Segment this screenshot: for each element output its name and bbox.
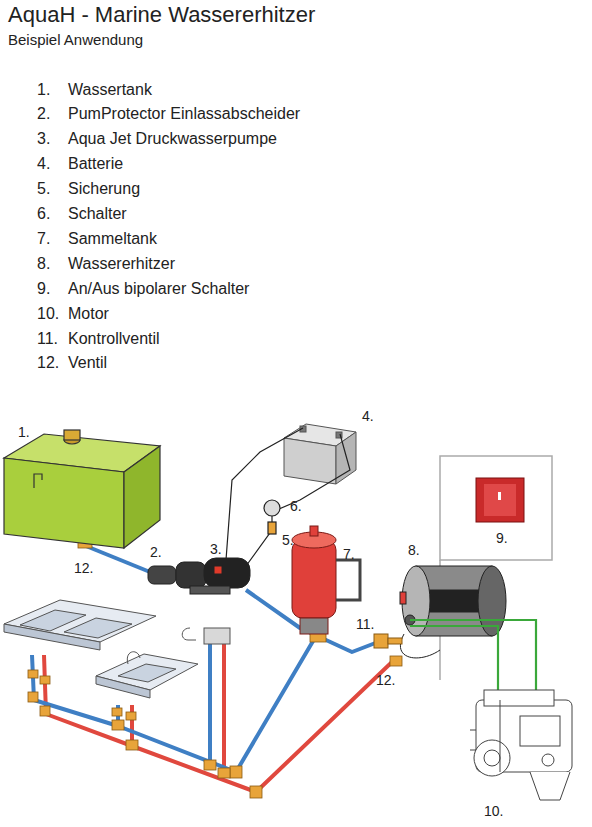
list-number: 9. xyxy=(37,279,50,299)
list-item: Motor xyxy=(68,304,109,324)
list-number: 10. xyxy=(37,304,59,324)
pipe-fittings xyxy=(28,540,402,798)
list-item: Aqua Jet Druckwasserpumpe xyxy=(68,129,277,149)
callout-number: 4. xyxy=(362,408,374,426)
list-number: 5. xyxy=(37,179,50,199)
hot-pipes xyxy=(44,640,392,792)
callout-number: 1. xyxy=(18,424,30,442)
list-item: PumProtector Einlassabscheider xyxy=(68,104,300,124)
list-number: 11. xyxy=(37,329,58,349)
list-number: 3. xyxy=(37,129,50,149)
list-number: 1. xyxy=(37,80,50,100)
list-item: Batterie xyxy=(68,154,123,174)
check-valve xyxy=(374,634,402,648)
coolant-lines xyxy=(410,620,536,700)
water-tank xyxy=(4,430,160,548)
list-item: Sicherung xyxy=(68,179,140,199)
list-item: Schalter xyxy=(68,204,127,224)
list-number: 4. xyxy=(37,154,50,174)
accumulator-tank xyxy=(292,526,360,634)
callout-number: 7. xyxy=(343,546,355,564)
callout-number: 10. xyxy=(484,803,503,821)
list-number: 2. xyxy=(37,104,50,124)
list-item: An/Aus bipolarer Schalter xyxy=(68,279,249,299)
callout-number: 3. xyxy=(210,541,222,559)
diagram-title: AquaH - Marine Wassererhitzer xyxy=(8,1,315,29)
callout-number: 8. xyxy=(408,542,420,560)
list-number: 12. xyxy=(37,353,59,373)
list-item: Ventil xyxy=(68,353,107,373)
list-number: 8. xyxy=(37,254,50,274)
pump-wiring xyxy=(226,428,350,566)
list-item: Kontrollventil xyxy=(68,329,160,349)
callout-number: 2. xyxy=(150,544,162,562)
list-item: Wassererhitzer xyxy=(68,254,175,274)
water-heater xyxy=(400,566,506,658)
list-item: Wassertank xyxy=(68,80,152,100)
double-sink xyxy=(4,600,156,650)
list-number: 7. xyxy=(37,229,50,249)
single-sink xyxy=(96,652,198,698)
subtitle: Beispiel Anwendung xyxy=(8,31,143,50)
callout-number: 6. xyxy=(290,498,302,516)
pump-assembly xyxy=(148,558,250,594)
list-item: Sammeltank xyxy=(68,229,157,249)
callout-number: 5. xyxy=(282,532,294,550)
shower-fitting xyxy=(182,628,230,644)
engine xyxy=(470,690,572,800)
callout-number: 9. xyxy=(496,530,508,548)
callout-number: 12. xyxy=(74,560,93,578)
callout-number: 12. xyxy=(376,672,395,690)
callout-number: 11. xyxy=(356,616,374,634)
list-number: 6. xyxy=(37,204,50,224)
